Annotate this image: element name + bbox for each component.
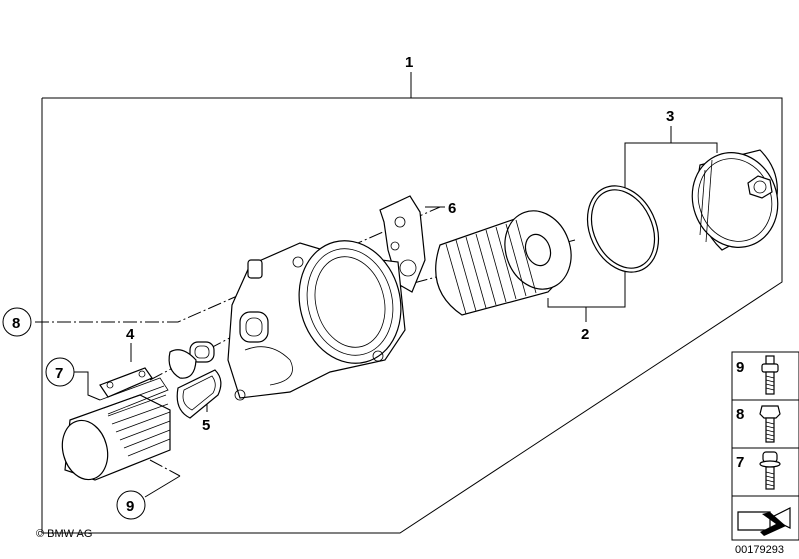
- callout-6: 6: [448, 200, 456, 217]
- callout-2: 2: [581, 326, 589, 343]
- arrow-icon: [737, 507, 791, 536]
- o-ring: [586, 185, 660, 273]
- callout-8: 8: [12, 315, 20, 332]
- axis-bolts: [149, 459, 181, 477]
- legend-label-9: 9: [736, 359, 744, 376]
- filter-element: [435, 210, 572, 316]
- seal-set-5: [168, 341, 222, 419]
- callout-3: 3: [666, 108, 674, 125]
- hex-bolt-icon: [759, 405, 781, 443]
- callout-4: 4: [126, 326, 135, 343]
- callout-7: 7: [55, 365, 63, 382]
- callout-1: 1: [405, 54, 413, 71]
- fastener-legend: 9 8 7: [731, 351, 799, 541]
- copyright: © BMW AG: [36, 528, 92, 540]
- callout-9-circle: [116, 490, 146, 520]
- legend-label-8: 8: [736, 406, 744, 423]
- legend-label-7: 7: [736, 454, 744, 471]
- flange-bolt-icon: [759, 451, 781, 490]
- leader-7: [74, 371, 101, 401]
- callout-8-circle: [2, 307, 32, 337]
- filter-cap: [691, 149, 779, 251]
- diagram-number: 00179293: [735, 544, 784, 556]
- assembly-frame: [41, 97, 783, 534]
- bolt-icon: [761, 355, 779, 395]
- gasket-6: [379, 195, 426, 293]
- filter-housing: [227, 240, 406, 401]
- leader-9: [144, 475, 181, 498]
- callout-5: 5: [202, 417, 210, 434]
- callout-9: 9: [126, 498, 134, 515]
- oil-cooler: [61, 367, 171, 481]
